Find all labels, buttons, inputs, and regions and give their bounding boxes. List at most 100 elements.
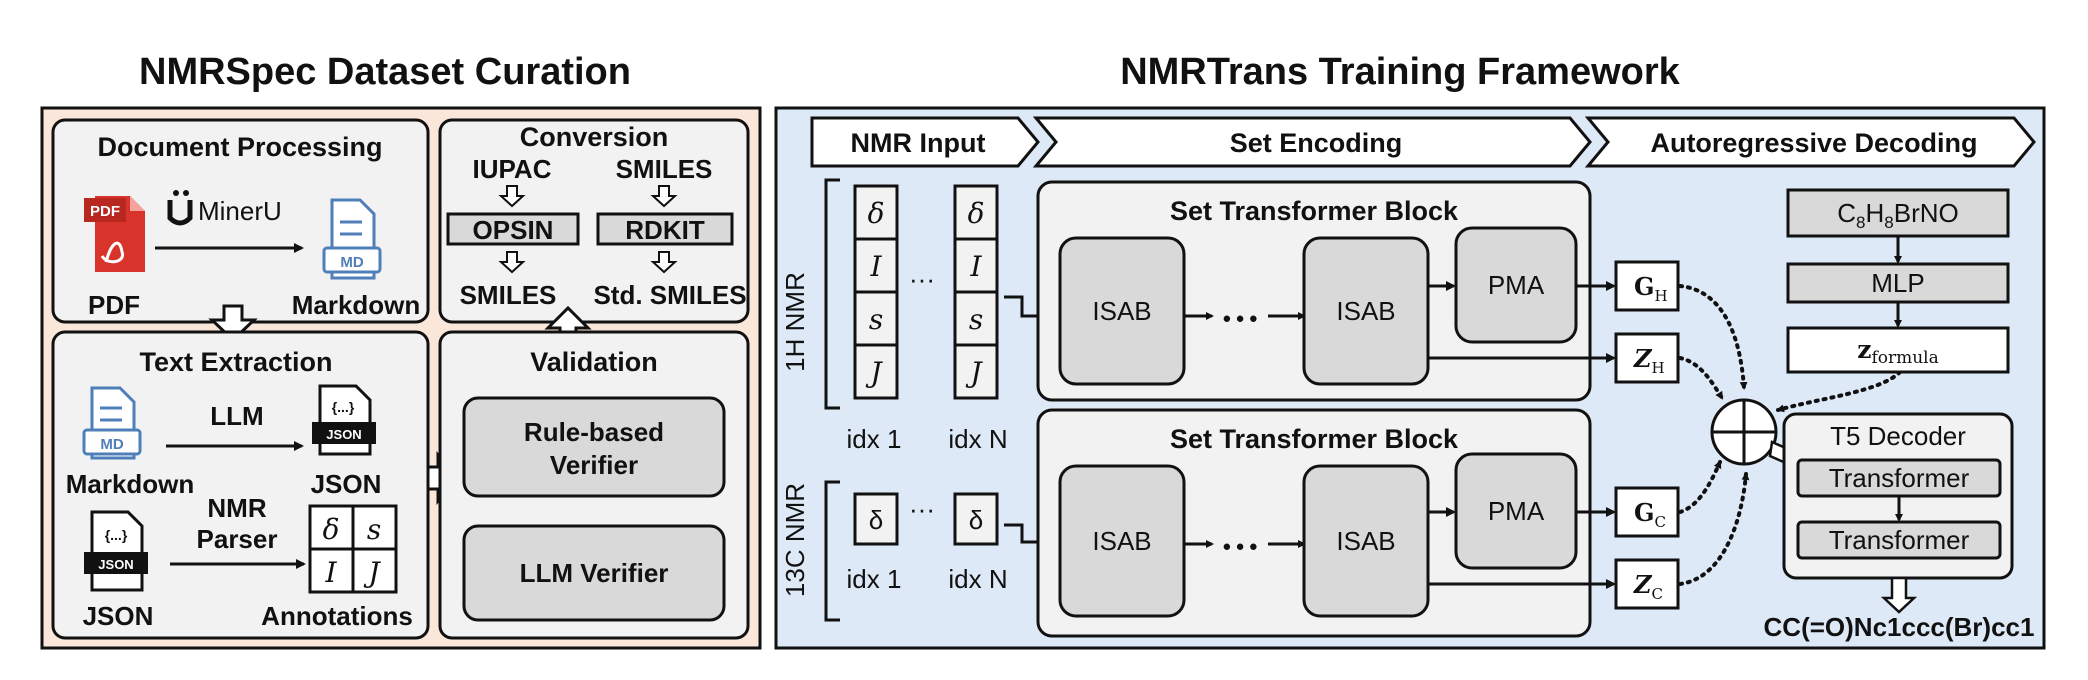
stage-set-encoding-label: Set Encoding: [1230, 128, 1403, 158]
output-smiles: CC(=O)Nc1ccc(Br)cc1: [1764, 612, 2035, 642]
formula-box: [1786, 188, 2010, 238]
decoder-output-arrow: [1880, 576, 1918, 614]
transformer-2-label: Transformer: [1829, 525, 1970, 555]
h-coln-i: I: [969, 250, 982, 283]
document-processing-title: Document Processing: [97, 132, 382, 162]
isab-h-1-label: ISAB: [1092, 296, 1151, 326]
zformula-label: zformula: [1857, 335, 1939, 368]
pdf-icon: [84, 196, 145, 272]
bracket-1h: [824, 178, 840, 410]
json-label-2: JSON: [83, 601, 154, 631]
transformer-1-label: Transformer: [1829, 463, 1970, 493]
label-13c-nmr: 13C NMR: [780, 483, 810, 597]
stage-autoregressive-decoding: [1584, 116, 2036, 168]
h-coln-j: J: [965, 356, 983, 389]
left-title: NMRSpec Dataset Curation: [139, 51, 631, 93]
h-col1-s: s: [869, 303, 883, 336]
mlp-box: [1786, 262, 2010, 304]
isab-c-dots: ● ● ●: [1222, 538, 1258, 555]
json-label: JSON: [311, 469, 382, 499]
gh-to-sum: [1678, 284, 1748, 390]
json-icon: [312, 384, 376, 456]
json-icon-2-braces: {...}: [105, 527, 128, 543]
ann-cell-i: I: [324, 556, 337, 589]
opsin-box: [446, 212, 580, 246]
label-1h-nmr: 1H NMR: [780, 272, 810, 372]
zh-label: ZH: [1633, 344, 1665, 377]
h-col1-delta: δ: [868, 197, 885, 230]
markdown-icon-badge: MD: [340, 254, 363, 271]
gh-label: GH: [1634, 272, 1668, 305]
c-idx1: idx 1: [847, 564, 902, 594]
isab-c-1: [1058, 464, 1186, 618]
nmr-parser-label-1: NMR: [207, 493, 266, 523]
isab-c-2-label: ISAB: [1336, 526, 1395, 556]
mlp-label: MLP: [1871, 268, 1924, 298]
h-idx1: idx 1: [847, 424, 902, 454]
c-col1-delta: δ: [869, 505, 883, 535]
zformula-box: [1786, 326, 2010, 374]
h-col1-j: J: [865, 356, 883, 389]
pdf-icon-badge: PDF: [90, 203, 120, 220]
set-transformer-block-c-title: Set Transformer Block: [1170, 424, 1459, 454]
ann-cell-s: s: [367, 513, 381, 546]
bracket-13c: [824, 480, 840, 622]
h-idxn: idx N: [948, 424, 1007, 454]
json-icon-2: [84, 510, 148, 592]
markdown-icon: [322, 198, 382, 280]
h-coln-delta: δ: [968, 197, 985, 230]
isab-h-2-label: ISAB: [1336, 296, 1395, 326]
c-column-n: [953, 492, 999, 546]
conv-arrow-1b: [498, 251, 526, 274]
rule-based-verifier-box: [462, 396, 726, 498]
nmr-parser-label-2: Parser: [197, 524, 278, 554]
c-idxn: idx N: [948, 564, 1007, 594]
h-ellipsis: ···: [909, 264, 935, 294]
conv-arrow-2a: [650, 185, 678, 208]
llm-verifier-box: [462, 524, 726, 622]
conversion-smiles-bottom: SMILES: [460, 280, 557, 310]
conv-arrow-1a: [498, 185, 526, 208]
stage-autoregressive-decoding-label: Autoregressive Decoding: [1650, 128, 1977, 158]
conv-arrow-2b: [650, 251, 678, 274]
pma-h-label: PMA: [1488, 270, 1545, 300]
zc-to-sum: [1678, 472, 1750, 586]
c-coln-delta: δ: [969, 505, 983, 535]
markdown-icon-2: [82, 386, 142, 460]
zh-to-sum: [1678, 356, 1724, 400]
json-icon-2-badge: JSON: [98, 557, 133, 572]
isab-c-2: [1302, 464, 1430, 618]
isab-h-dots: ● ● ●: [1222, 310, 1258, 327]
gc-label: GC: [1634, 498, 1666, 531]
doc-to-text-arrow: [208, 304, 258, 343]
mineru-label: MinerU: [198, 196, 282, 226]
stage-nmr-input: [810, 116, 1040, 168]
opsin-label: OPSIN: [473, 215, 554, 245]
rdkit-label: RDKIT: [625, 215, 705, 245]
sum-node: [1710, 398, 1778, 466]
ann-cell-j: J: [363, 556, 381, 589]
formula-label: C8H8BrNO: [1837, 198, 1959, 232]
h-column-n: [953, 184, 999, 400]
right-title: NMRTrans Training Framework: [1120, 51, 1680, 93]
rule-verifier-line1: Rule-based: [524, 417, 664, 447]
annotations-label: Annotations: [261, 601, 413, 631]
llm-verifier-label: LLM Verifier: [520, 558, 669, 588]
rdkit-box: [596, 212, 734, 246]
ann-cell-delta: δ: [323, 513, 340, 546]
t5-decoder-title: T5 Decoder: [1830, 421, 1966, 451]
c-ellipsis: ···: [909, 494, 935, 524]
stage-set-encoding: [1032, 116, 1592, 168]
gc-to-sum: [1678, 460, 1722, 514]
pdf-label: PDF: [88, 290, 140, 320]
stage-nmr-input-label: NMR Input: [851, 128, 986, 158]
markdown-label-2: Markdown: [66, 469, 195, 499]
mineru-logo-icon: [167, 190, 193, 226]
conversion-iupac: IUPAC: [473, 154, 552, 184]
isab-h-2: [1302, 236, 1430, 386]
c-column-1: [853, 492, 899, 546]
zformula-to-sum: [1776, 370, 1902, 413]
rule-verifier-line2: Verifier: [550, 450, 638, 480]
validation-title: Validation: [530, 347, 658, 377]
